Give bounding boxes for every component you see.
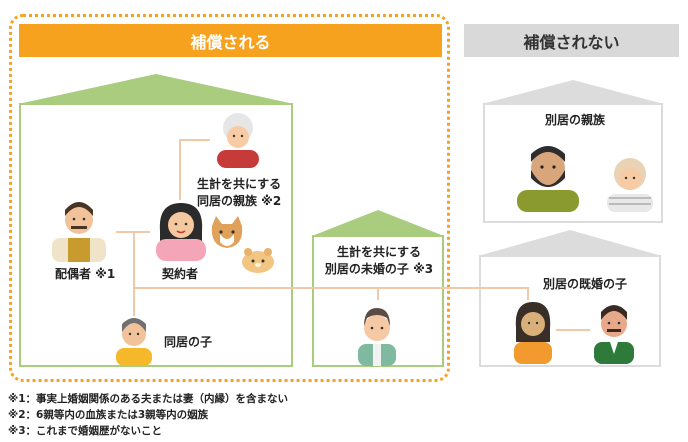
relatives-house-roof bbox=[482, 80, 664, 104]
separate-unmarried-child-label-line1: 生計を共にする bbox=[336, 245, 422, 259]
cohabiting-relatives-label-line1: 生計を共にする bbox=[197, 177, 282, 191]
footnote-1: ※1：事実上婚姻関係のある夫または妻（内縁）を含まない bbox=[8, 393, 289, 405]
not-covered-header: 補償されない bbox=[464, 24, 679, 57]
main-house-roof bbox=[18, 74, 294, 104]
family-connectors bbox=[116, 139, 590, 331]
mother-icon bbox=[156, 203, 206, 261]
separate-unmarried-child-label-line2: 別居の未婚の子 ※3 bbox=[324, 262, 434, 276]
bearded-man-icon bbox=[517, 146, 579, 212]
young-woman-icon bbox=[514, 302, 552, 364]
cohabiting-child-label: 同居の子 bbox=[164, 335, 213, 349]
hamster-icon bbox=[242, 248, 274, 273]
separate-relatives-label: 別居の親族 bbox=[545, 113, 606, 127]
married-child-house-wall bbox=[479, 255, 661, 367]
older-woman-icon bbox=[607, 158, 653, 212]
separate-married-child-label: 別居の既婚の子 bbox=[543, 277, 628, 291]
grandmother-icon bbox=[217, 113, 259, 168]
husband-icon bbox=[594, 305, 634, 364]
cohabiting-relatives-label: 生計を共にする 同居の親族 ※2 bbox=[197, 176, 281, 210]
unmarried-child-house-wall bbox=[312, 235, 444, 367]
not-covered-header-label: 補償されない bbox=[523, 32, 620, 52]
cat-icon bbox=[211, 216, 243, 248]
covered-frame bbox=[9, 14, 450, 382]
spouse-label: 配偶者 ※1 bbox=[55, 267, 116, 281]
footnote-3: ※3：これまで婚姻歴がないこと bbox=[8, 425, 163, 437]
policyholder-label: 契約者 bbox=[162, 267, 199, 281]
separate-unmarried-child-label: 生計を共にする 別居の未婚の子 ※3 bbox=[318, 244, 440, 278]
main-house-wall bbox=[19, 103, 293, 367]
covered-header: 補償される bbox=[19, 24, 442, 57]
cohabiting-relatives-label-line2: 同居の親族 ※2 bbox=[197, 194, 282, 208]
covered-header-label: 補償される bbox=[190, 32, 271, 52]
footnote-2: ※2：6親等内の血族または3親等内の姻族 bbox=[8, 409, 209, 421]
child-icon bbox=[116, 318, 152, 366]
relatives-house-wall bbox=[483, 103, 663, 223]
married-child-house-roof bbox=[478, 230, 662, 256]
unmarried-child-house-roof bbox=[312, 210, 444, 236]
young-man-icon bbox=[358, 308, 396, 366]
father-icon bbox=[52, 202, 106, 262]
